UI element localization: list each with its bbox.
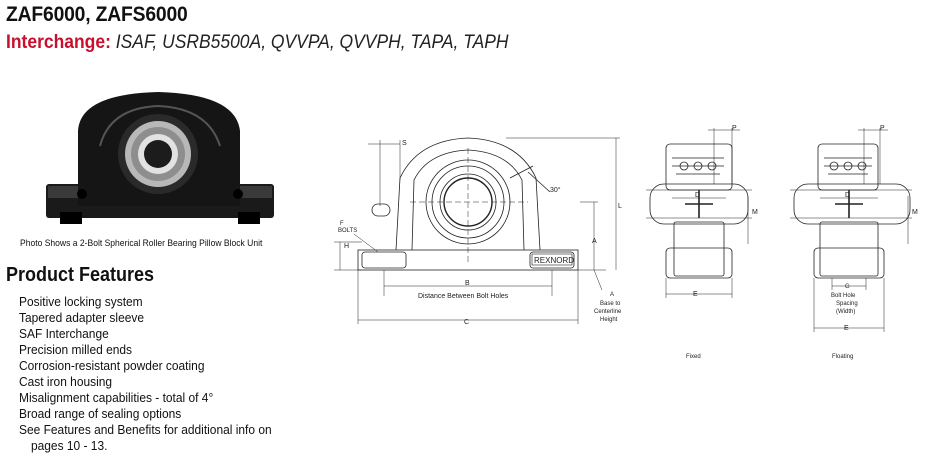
feature-item: Broad range of sealing options xyxy=(19,406,182,421)
feature-item: Cast iron housing xyxy=(19,374,113,389)
floating-g-note-1: Bolt Hole xyxy=(831,293,856,299)
dim-l-label: L xyxy=(618,203,622,210)
product-features-list: Positive locking system Tapered adapter … xyxy=(19,294,294,454)
dim-c-label: C xyxy=(464,319,469,326)
floating-dim-p-label: P xyxy=(880,125,885,132)
dim-a-note-2: Base to xyxy=(600,301,621,307)
feature-item-line1: See Features and Benefits for additional… xyxy=(19,422,272,437)
feature-item: Positive locking system xyxy=(19,294,143,309)
floating-dim-g-label: G xyxy=(845,284,850,290)
fixed-dim-d-label: D xyxy=(695,192,700,199)
feature-item: Corrosion-resistant powder coating xyxy=(19,358,205,373)
photo-caption: Photo Shows a 2-Bolt Spherical Roller Be… xyxy=(20,238,263,249)
dim-b-label: B xyxy=(465,280,470,287)
front-view-drawing: REXNORD 30° S F BOLTS H L A B Dis xyxy=(334,137,622,326)
interchange-value: ISAF, USRB5500A, QVVPA, QVVPH, TAPA, TAP… xyxy=(115,32,509,53)
interchange-line: Interchange: ISAF, USRB5500A, QVVPA, QVV… xyxy=(6,32,509,54)
base-casting-text: REXNORD xyxy=(534,256,574,265)
dim-h-label: H xyxy=(344,243,349,250)
feature-item-line2: pages 10 - 13. xyxy=(30,438,108,453)
fixed-caption: Fixed xyxy=(686,354,701,360)
dim-a-label: A xyxy=(592,238,597,245)
floating-dim-d-label: D xyxy=(845,192,850,199)
dim-f-label: F xyxy=(340,221,344,227)
fixed-dim-p-label: P xyxy=(732,125,737,132)
product-title: ZAF6000, ZAFS6000 xyxy=(6,3,188,26)
fixed-dim-m-label: M xyxy=(752,209,758,216)
feature-item: Misalignment capabilities - total of 4° xyxy=(19,390,214,405)
feature-item: Tapered adapter sleeve xyxy=(19,310,145,325)
dimension-drawings: REXNORD 30° S F BOLTS H L A B Dis xyxy=(334,125,918,360)
floating-dim-e-label: E xyxy=(844,325,849,332)
dim-b-note: Distance Between Bolt Holes xyxy=(418,293,509,300)
product-features-heading: Product Features xyxy=(6,264,155,286)
feature-item: Precision milled ends xyxy=(19,342,133,357)
dim-s-label: S xyxy=(402,140,407,147)
floating-dim-m-label: M xyxy=(912,209,918,216)
dim-a-note-1: A xyxy=(610,292,614,298)
floating-side-view-drawing: P D M G Bolt Hole Spacing (Width) E Floa… xyxy=(790,125,918,360)
pillow-block-photo xyxy=(46,92,274,224)
feature-item: SAF Interchange xyxy=(19,326,109,341)
feature-item: See Features and Benefits for additional… xyxy=(19,422,272,454)
angle-label: 30° xyxy=(550,186,561,194)
dim-a-note-3: Centerline xyxy=(594,309,622,315)
floating-g-note-2: Spacing xyxy=(836,301,858,307)
fixed-side-view-drawing: P D M E Fixed xyxy=(646,125,758,360)
dim-a-note-4: Height xyxy=(600,317,618,323)
fixed-dim-e-label: E xyxy=(693,291,698,298)
floating-caption: Floating xyxy=(832,354,853,360)
interchange-label: Interchange: xyxy=(6,32,111,53)
dim-f-bolts-label: BOLTS xyxy=(338,228,357,234)
floating-g-note-3: (Width) xyxy=(836,309,855,315)
